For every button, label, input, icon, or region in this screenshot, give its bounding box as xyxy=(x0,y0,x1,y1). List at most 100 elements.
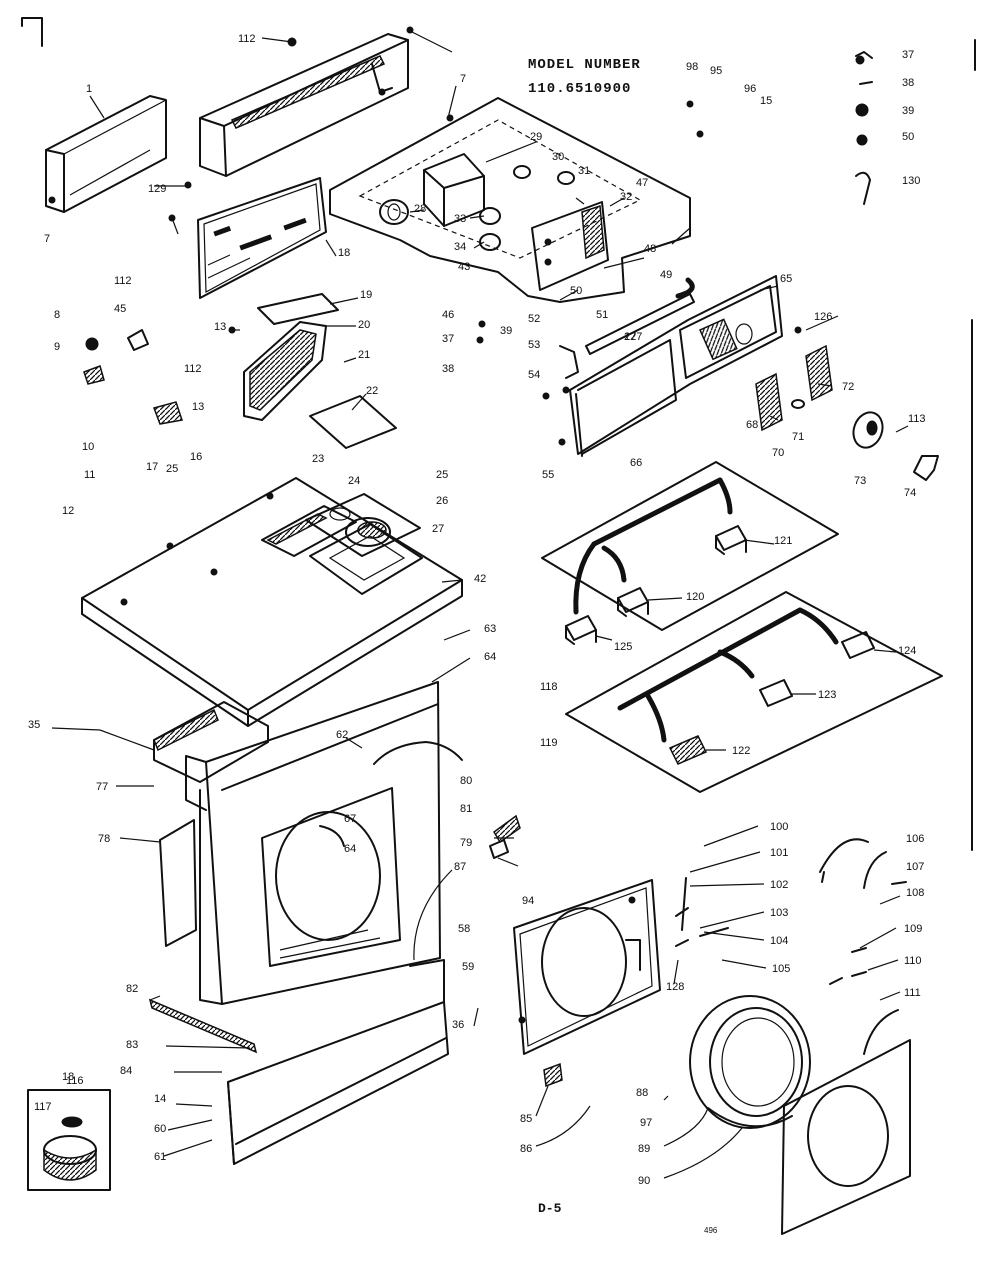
callout-label: 62 xyxy=(336,729,348,741)
callout-label: 16 xyxy=(190,451,202,463)
callout-label: 84 xyxy=(120,1065,132,1077)
footer-code: 496 xyxy=(704,1226,718,1235)
callout-label: 66 xyxy=(630,457,642,469)
callout-label: 18 xyxy=(62,1071,74,1083)
part-20-lint-screen xyxy=(243,321,327,421)
callout-label: 9 xyxy=(54,341,60,353)
part-78-panel xyxy=(159,819,197,947)
part-119-harness xyxy=(565,591,943,793)
callout-label: 19 xyxy=(360,289,372,301)
callout-label: 104 xyxy=(770,935,788,947)
callout-label: 116 xyxy=(66,1075,84,1087)
callout-label: 121 xyxy=(774,535,792,547)
callout-label: 38 xyxy=(902,77,914,89)
callout-label: 111 xyxy=(904,987,921,999)
part-65-front-panel xyxy=(569,275,783,457)
part-80-bracket xyxy=(489,814,521,859)
part-42-top-panel xyxy=(81,477,463,727)
callout-label: 107 xyxy=(906,861,924,873)
callout-label: 86 xyxy=(520,1143,532,1155)
part-72-switch xyxy=(805,344,833,402)
callout-label: 58 xyxy=(458,923,470,935)
callout-label: 122 xyxy=(732,745,750,757)
callout-label: 108 xyxy=(906,887,924,899)
cabinet-front xyxy=(185,681,441,1005)
callout-label: 130 xyxy=(902,175,920,187)
callout-label: 36 xyxy=(452,1019,464,1031)
callout-label: 49 xyxy=(660,269,672,281)
callout-label: 31 xyxy=(578,165,590,177)
callout-label: 23 xyxy=(312,453,324,465)
callout-label: 101 xyxy=(770,847,788,859)
part-116-pump xyxy=(27,1089,111,1191)
callout-label: 125 xyxy=(614,641,632,653)
callout-label: 85 xyxy=(520,1113,532,1125)
callout-label: 22 xyxy=(366,385,378,397)
part-73-knob xyxy=(852,411,884,449)
callout-label: 63 xyxy=(484,623,496,635)
part-47-console-plate xyxy=(329,97,691,303)
callout-label: 113 xyxy=(908,413,926,425)
callout-label: 13 xyxy=(214,321,226,333)
toe-kick-panel xyxy=(227,959,449,1165)
cabinet-harness xyxy=(373,741,463,765)
callout-label: 117 xyxy=(34,1101,52,1113)
callout-label: 29 xyxy=(530,131,542,143)
callout-label: 50 xyxy=(902,131,914,143)
part-94-bulkhead xyxy=(513,879,661,1088)
callout-label: 55 xyxy=(542,469,554,481)
callout-label: 7 xyxy=(460,73,466,85)
callout-label: 119 xyxy=(540,737,558,749)
callout-label: 129 xyxy=(148,183,166,195)
callout-label: 112 xyxy=(184,363,202,375)
callout-label: 100 xyxy=(770,821,788,833)
callout-label: 73 xyxy=(854,475,866,487)
callout-label: 33 xyxy=(454,213,466,225)
callout-label: 15 xyxy=(760,95,772,107)
callout-label: 124 xyxy=(898,645,916,657)
callout-label: 50 xyxy=(570,285,582,297)
callout-label: 25 xyxy=(436,469,448,481)
callout-label: 89 xyxy=(638,1143,650,1155)
callout-label: 20 xyxy=(358,319,370,331)
callout-label: 74 xyxy=(904,487,916,499)
callout-label: 27 xyxy=(624,331,636,343)
callout-label: 39 xyxy=(902,105,914,117)
callout-label: 68 xyxy=(746,419,758,431)
callout-label: 102 xyxy=(770,879,788,891)
callout-label: 127 xyxy=(624,331,642,343)
callout-label: 32 xyxy=(620,191,632,203)
callout-label: 48 xyxy=(644,243,656,255)
callout-label: 72 xyxy=(842,381,854,393)
part-77-side-panel xyxy=(153,701,269,783)
callout-label: 64 xyxy=(344,843,356,855)
callout-label: 24 xyxy=(348,475,360,487)
callout-label: 96 xyxy=(744,83,756,95)
callout-label: 112 xyxy=(238,33,256,45)
callout-label: 18 xyxy=(338,247,350,259)
callout-label: 11 xyxy=(84,469,95,481)
part-22-cover xyxy=(309,395,397,449)
callout-label: 10 xyxy=(82,441,94,453)
callout-label: 105 xyxy=(772,963,790,975)
callout-label: 110 xyxy=(904,955,922,967)
callout-label: 39 xyxy=(500,325,512,337)
callout-label: 37 xyxy=(902,49,914,61)
callout-label: 25 xyxy=(166,463,178,475)
callout-label: 81 xyxy=(460,803,472,815)
callout-label: 45 xyxy=(114,303,126,315)
callout-label: 30 xyxy=(552,151,564,163)
callout-label: 27 xyxy=(432,523,444,535)
control-panel xyxy=(197,177,327,299)
callout-label: 1 xyxy=(86,83,92,95)
callout-label: 52 xyxy=(528,313,540,325)
callout-label: 95 xyxy=(710,65,722,77)
callout-label: 82 xyxy=(126,983,138,995)
console-backsplash xyxy=(199,33,409,177)
callout-label: 64 xyxy=(484,651,496,663)
callout-label: 42 xyxy=(474,573,486,585)
callout-label: 87 xyxy=(454,861,466,873)
callout-label: 78 xyxy=(98,833,110,845)
callout-numbers: 1778910111213131415161718181920212223242… xyxy=(28,33,926,1187)
